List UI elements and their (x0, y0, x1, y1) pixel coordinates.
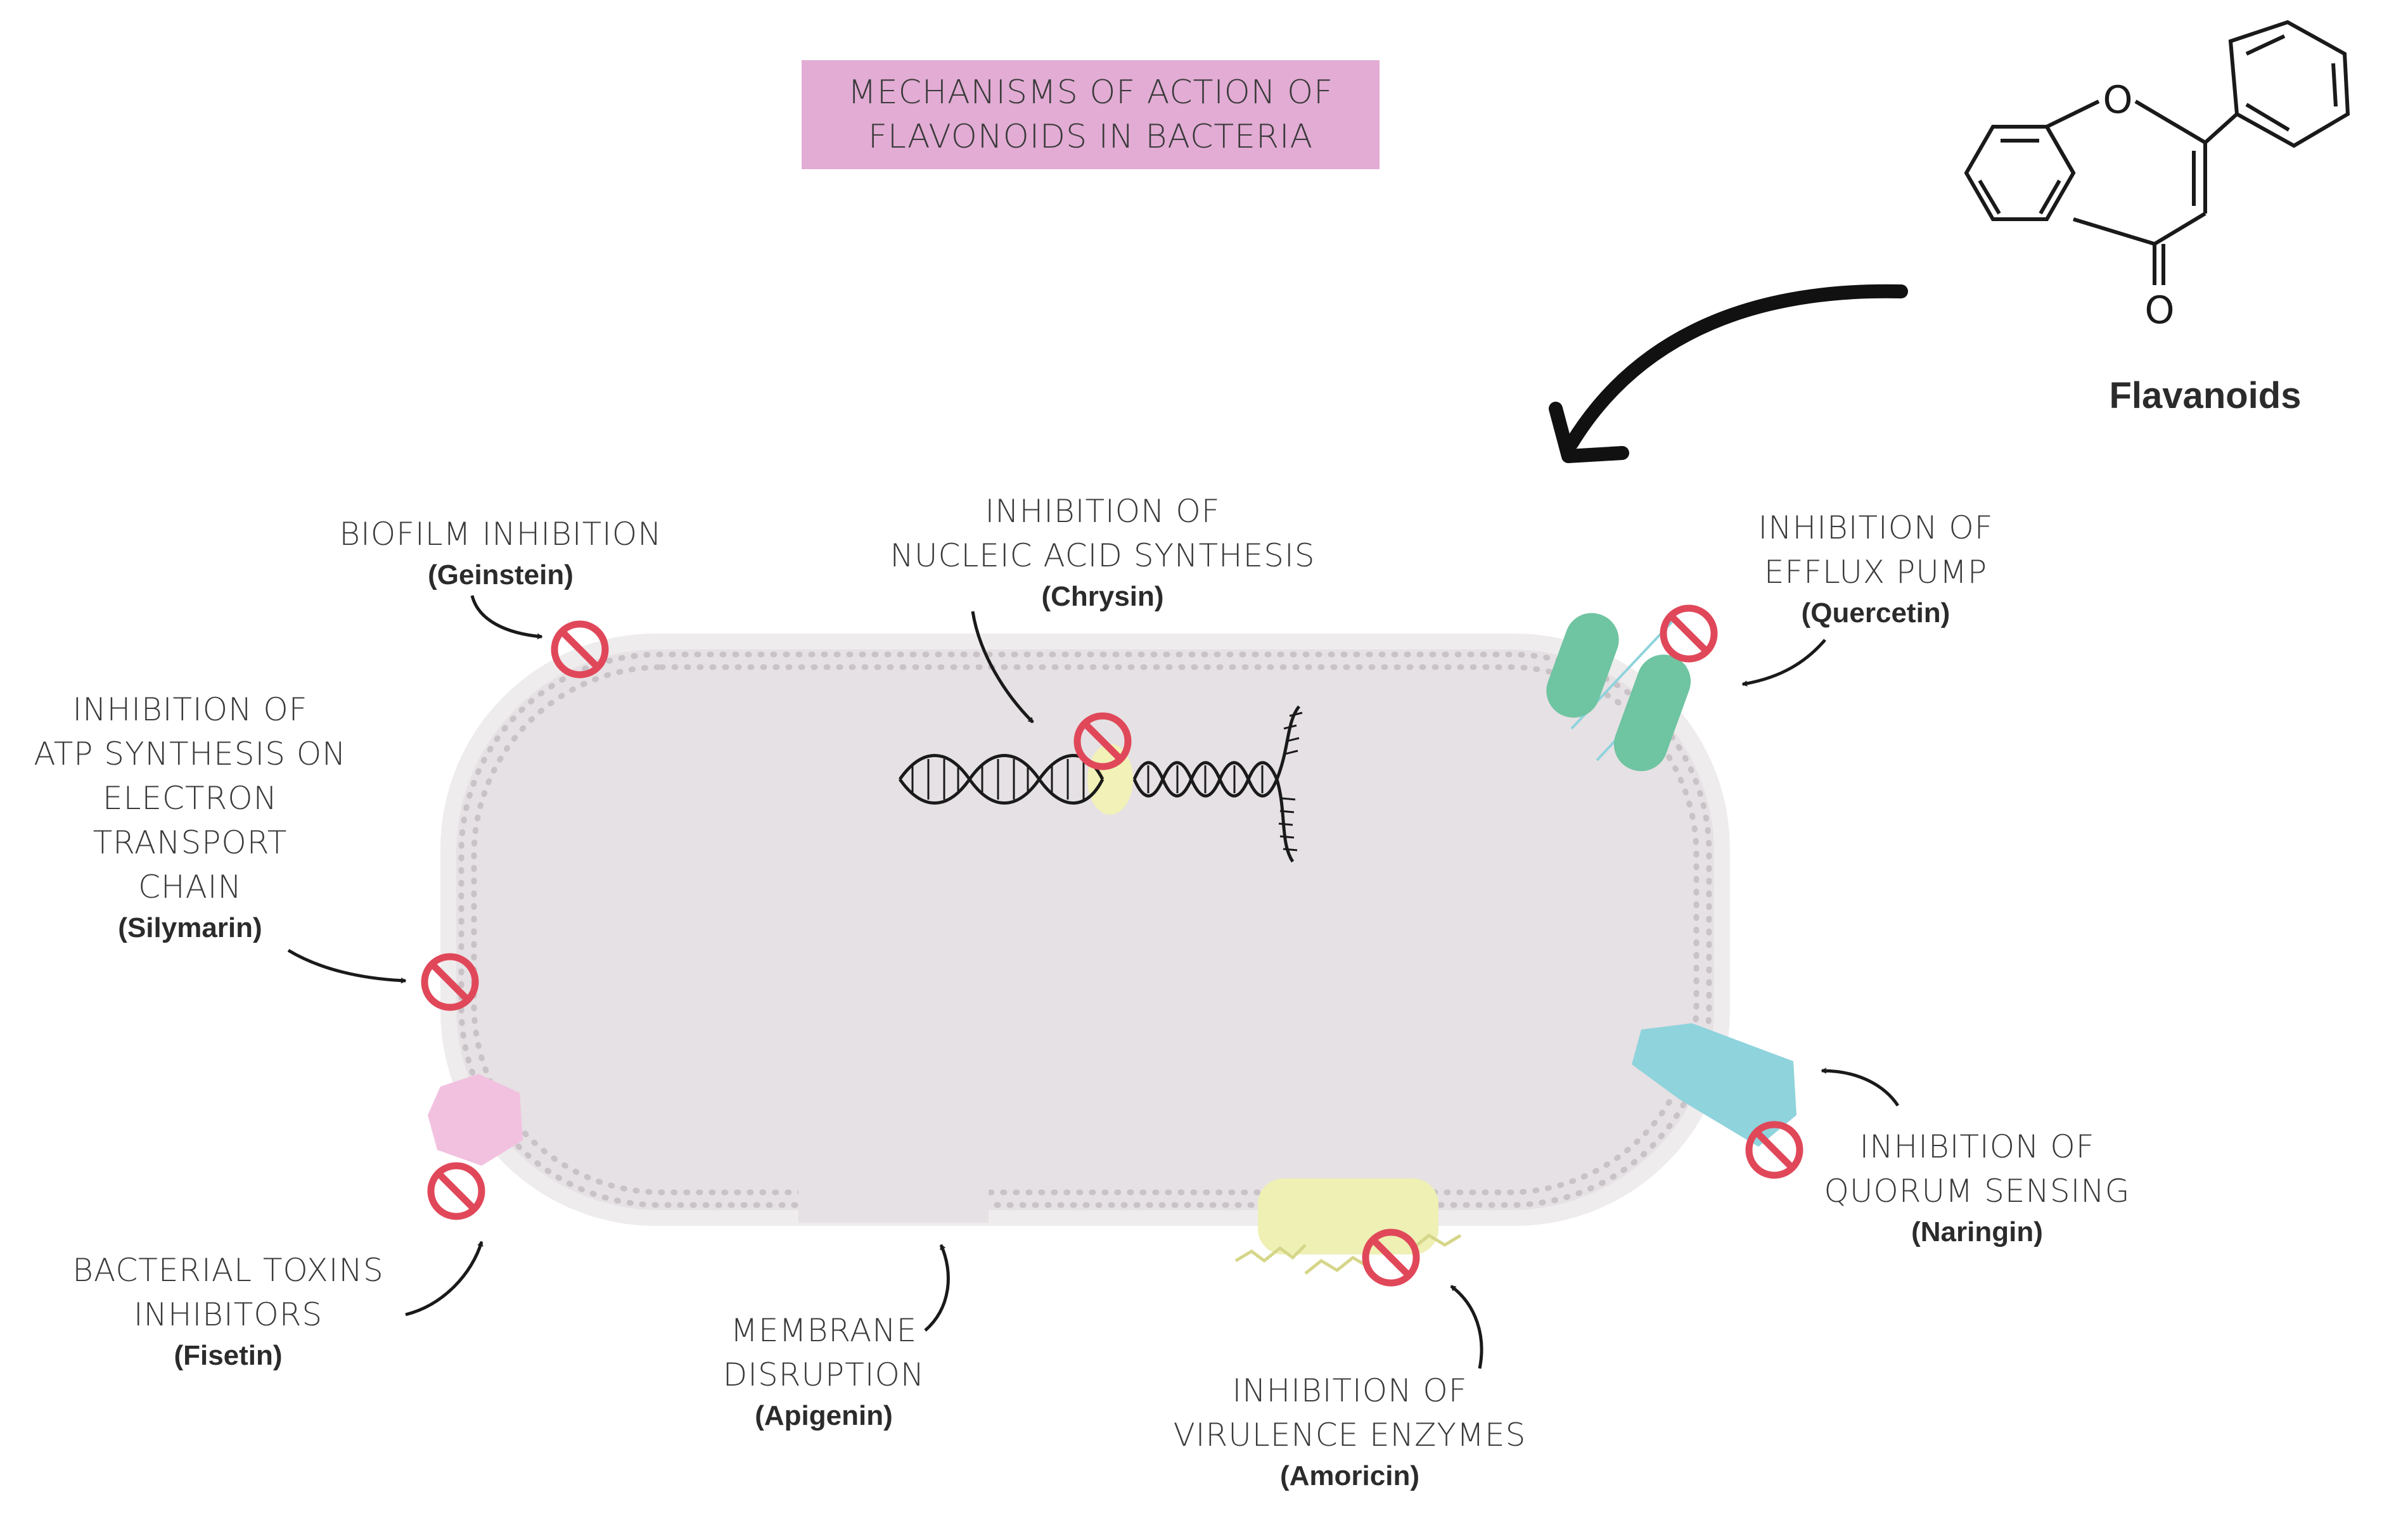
arrow-nucleic (971, 611, 1034, 724)
atp-line-2: ATP SYNTHESIS ON (34, 736, 347, 772)
arrow-atp (287, 948, 407, 984)
toxins-line-1: BACTERIAL TOXINS (72, 1252, 384, 1289)
inhibit-sign-efflux (1663, 608, 1714, 659)
nucleic-line-2: NUCLEIC ACID SYNTHESIS (890, 537, 1316, 574)
efflux-line-2: EFFLUX PUMP (1764, 554, 1988, 590)
ring-oxygen-atom: O (2103, 78, 2132, 122)
arrow-efflux (1741, 639, 1826, 687)
arrow-membrane (924, 1244, 950, 1332)
atp-agent: (Silymarin) (118, 912, 262, 943)
label-atp: INHIBITION OF ATP SYNTHESIS ON ELECTRON … (13, 687, 368, 947)
label-virulence: INHIBITION OF VIRULENCE ENZYMES (Amorici… (1141, 1368, 1559, 1495)
membrane-line-2: DISRUPTION (722, 1356, 925, 1393)
label-efflux: INHIBITION OF EFFLUX PUMP (Quercetin) (1711, 506, 2040, 632)
virulence-agent: (Amoricin) (1280, 1460, 1419, 1491)
title-line-1: MECHANISMS OF ACTION OF (848, 73, 1333, 112)
quorum-line-2: QUORUM SENSING (1824, 1173, 2130, 1209)
flavonoid-entry-arrow (1549, 284, 1908, 463)
label-membrane: MEMBRANE DISRUPTION (Apigenin) (697, 1308, 951, 1435)
biofilm-line-1: BIOFILM INHIBITION (339, 516, 662, 552)
atp-line-5: CHAIN (138, 869, 242, 905)
membrane-line-1: MEMBRANE (730, 1312, 918, 1349)
membrane-gap (798, 1178, 989, 1223)
efflux-agent: (Quercetin) (1801, 597, 1950, 628)
arrow-biofilm (470, 595, 543, 640)
virulence-line-2: VIRULENCE ENZYMES (1173, 1417, 1527, 1453)
inhibit-sign-toxins (431, 1166, 482, 1216)
nucleic-agent: (Chrysin) (1041, 581, 1164, 612)
flavone-molecule (1964, 20, 2350, 285)
title-line-2: FLAVONOIDS IN BACTERIA (868, 118, 1314, 156)
atp-line-4: TRANSPORT (93, 824, 288, 861)
label-nucleic: INHIBITION OF NUCLEIC ACID SYNTHESIS (Ch… (843, 489, 1362, 616)
bacterial-cell (440, 634, 1730, 1226)
virulence-line-1: INHIBITION OF (1232, 1372, 1468, 1409)
quorum-line-1: INHIBITION OF (1859, 1128, 2095, 1165)
nucleic-line-1: INHIBITION OF (985, 493, 1220, 530)
label-quorum: INHIBITION OF QUORUM SENSING (Naringin) (1793, 1125, 2161, 1251)
quorum-receptor (1632, 1023, 1796, 1147)
efflux-pump (1546, 613, 1691, 772)
pointer-arrows (287, 595, 1900, 1369)
flavanoids-label: Flavanoids (2109, 375, 2302, 416)
diagram-title: MECHANISMS OF ACTION OF FLAVONOIDS IN BA… (802, 60, 1380, 169)
virulence-enzyme (1234, 1178, 1462, 1275)
arrow-virulence (1450, 1285, 1483, 1369)
efflux-line-1: INHIBITION OF (1758, 509, 1994, 546)
label-toxins: BACTERIAL TOXINS INHIBITORS (Fisetin) (38, 1248, 418, 1375)
cell-membrane-dots (458, 651, 1712, 1208)
carbonyl-oxygen-atom: O (2144, 288, 2174, 333)
label-biofilm: BIOFILM INHIBITION (Geinstein) (298, 512, 703, 594)
quorum-agent: (Naringin) (1911, 1216, 2043, 1247)
membrane-agent: (Apigenin) (755, 1400, 893, 1431)
toxins-agent: (Fisetin) (174, 1340, 283, 1371)
toxins-line-2: INHIBITORS (133, 1296, 323, 1333)
atp-line-1: INHIBITION OF (72, 691, 308, 728)
arrow-toxins (405, 1241, 484, 1317)
biofilm-agent: (Geinstein) (428, 559, 573, 590)
arrow-quorum (1821, 1068, 1900, 1107)
atp-line-3: ELECTRON (103, 780, 278, 817)
toxin-hexagon (428, 1074, 523, 1166)
